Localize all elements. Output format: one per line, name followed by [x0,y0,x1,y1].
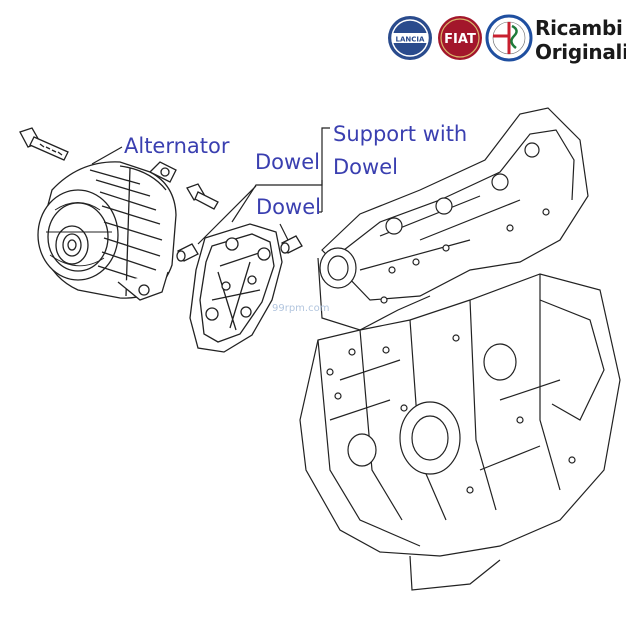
alternator-drawing [37,161,177,301]
svg-text:FIAT: FIAT [444,32,476,47]
alternator-label: Alternator [124,134,230,158]
svg-text:LANCIA: LANCIA [396,36,425,44]
dowel-top-label: Dowel [255,150,320,174]
brand-wordmark: Ricambi Originali [535,16,626,64]
dowel-left [176,243,199,262]
support-bolt [186,183,219,210]
fiat-logo: FIAT [438,16,482,60]
brand-line-2: Originali [535,40,626,64]
brand-line-1: Ricambi [535,16,623,40]
support-label-line-1: Support with [333,122,468,146]
alternator-bolt [19,127,69,161]
dowel-right [280,235,303,254]
dowel-bottom-label: Dowel [256,195,321,219]
alfa-romeo-logo [485,14,533,62]
watermark: 99rpm.com [272,303,330,314]
leader-lines [91,127,330,245]
engine-block-drawing [299,107,621,591]
support-label-line-2: Dowel [333,155,398,179]
lancia-logo: LANCIA [388,16,432,60]
support-bracket-drawing [189,223,283,353]
